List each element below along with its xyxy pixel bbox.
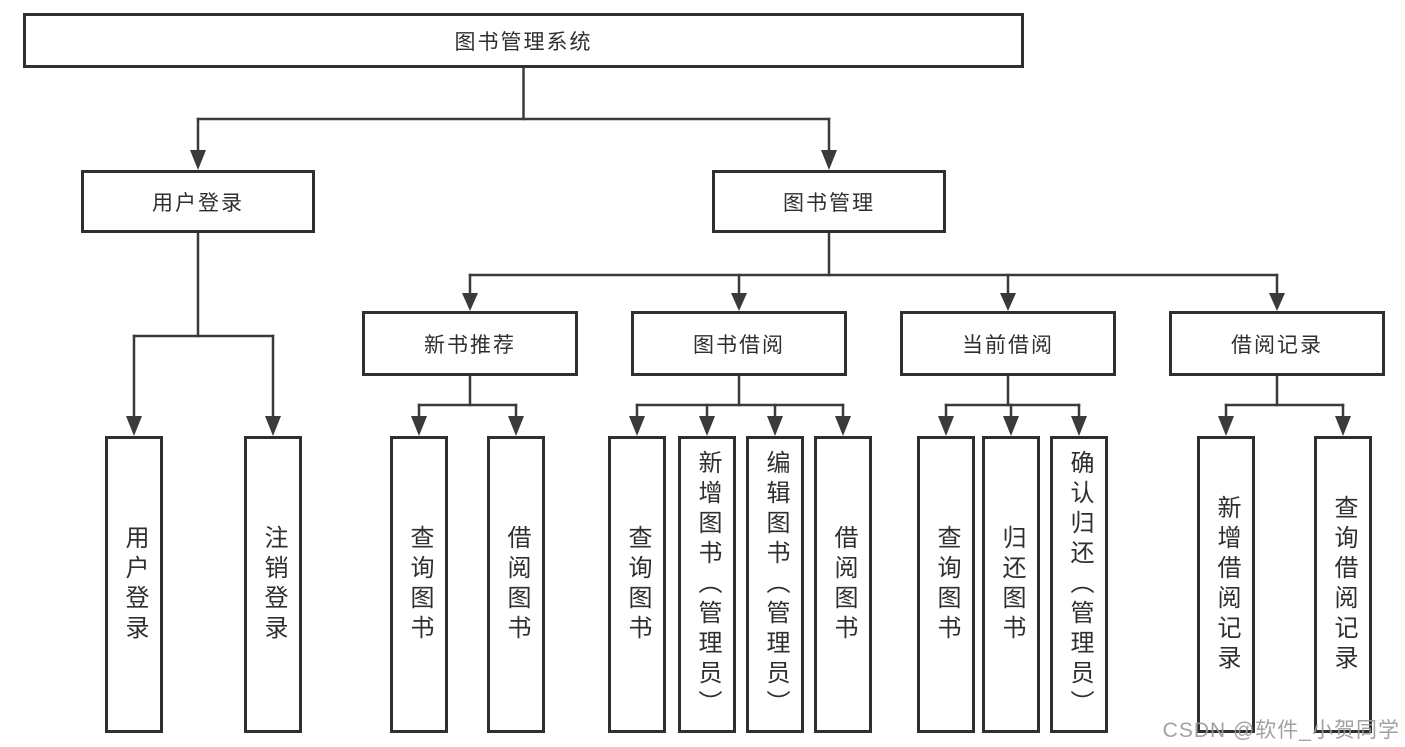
leaf-label: 查询图书 bbox=[933, 524, 960, 645]
node-borrow-records: 借阅记录 bbox=[1169, 311, 1385, 376]
node-book-management: 图书管理 bbox=[712, 170, 946, 233]
node-label: 新书推荐 bbox=[424, 333, 516, 357]
leaf-borrow-books-recommend: 借阅图书 bbox=[487, 436, 545, 733]
leaf-query-books-current: 查询图书 bbox=[917, 436, 975, 733]
node-library-system: 图书管理系统 bbox=[23, 13, 1024, 68]
leaf-label: 查询借阅记录 bbox=[1330, 494, 1357, 675]
node-label: 当前借阅 bbox=[962, 333, 1054, 357]
leaf-query-books-borrow: 查询图书 bbox=[608, 436, 666, 733]
node-label: 借阅记录 bbox=[1231, 333, 1323, 357]
leaf-edit-book-admin: 编辑图书（管理员） bbox=[746, 436, 804, 733]
node-current-borrow: 当前借阅 bbox=[900, 311, 1116, 376]
node-book-borrow: 图书借阅 bbox=[631, 311, 847, 376]
connector-book-management-to-level3 bbox=[462, 231, 1285, 311]
connector-root-to-level2 bbox=[190, 66, 837, 170]
leaf-add-borrow-record: 新增借阅记录 bbox=[1197, 436, 1255, 733]
watermark: CSDN @软件_小贺同学 bbox=[1162, 719, 1400, 742]
leaf-query-borrow-record: 查询借阅记录 bbox=[1314, 436, 1372, 733]
node-new-book-recommend: 新书推荐 bbox=[362, 311, 578, 376]
leaf-label: 查询图书 bbox=[624, 524, 651, 645]
leaf-label: 新增图书（管理员） bbox=[694, 449, 721, 720]
connector-borrow-records-to-leaves bbox=[1218, 374, 1351, 436]
leaf-label: 查询图书 bbox=[406, 524, 433, 645]
node-label: 图书管理系统 bbox=[454, 30, 593, 54]
connector-current-borrow-to-leaves bbox=[938, 374, 1087, 436]
connector-book-borrow-to-leaves bbox=[629, 374, 851, 436]
leaf-add-book-admin: 新增图书（管理员） bbox=[678, 436, 736, 733]
leaf-logout: 注销登录 bbox=[244, 436, 302, 733]
leaf-borrow-books: 借阅图书 bbox=[814, 436, 872, 733]
leaf-label: 注销登录 bbox=[260, 524, 287, 645]
leaf-label: 归还图书 bbox=[998, 524, 1025, 645]
node-user-login: 用户登录 bbox=[81, 170, 315, 233]
leaf-confirm-return-admin: 确认归还（管理员） bbox=[1050, 436, 1108, 733]
leaf-label: 借阅图书 bbox=[830, 524, 857, 645]
leaf-label: 编辑图书（管理员） bbox=[762, 449, 789, 720]
leaf-return-book: 归还图书 bbox=[982, 436, 1040, 733]
leaf-user-login: 用户登录 bbox=[105, 436, 163, 733]
leaf-label: 用户登录 bbox=[121, 524, 148, 645]
node-label: 图书管理 bbox=[783, 191, 875, 215]
leaf-label: 借阅图书 bbox=[503, 524, 530, 645]
node-label: 用户登录 bbox=[152, 191, 244, 215]
connector-user-login-to-leaves bbox=[126, 231, 281, 436]
leaf-label: 确认归还（管理员） bbox=[1066, 449, 1093, 720]
node-label: 图书借阅 bbox=[693, 333, 785, 357]
leaf-query-books-recommend: 查询图书 bbox=[390, 436, 448, 733]
leaf-label: 新增借阅记录 bbox=[1213, 494, 1240, 675]
connector-new-book-to-leaves bbox=[411, 374, 524, 436]
